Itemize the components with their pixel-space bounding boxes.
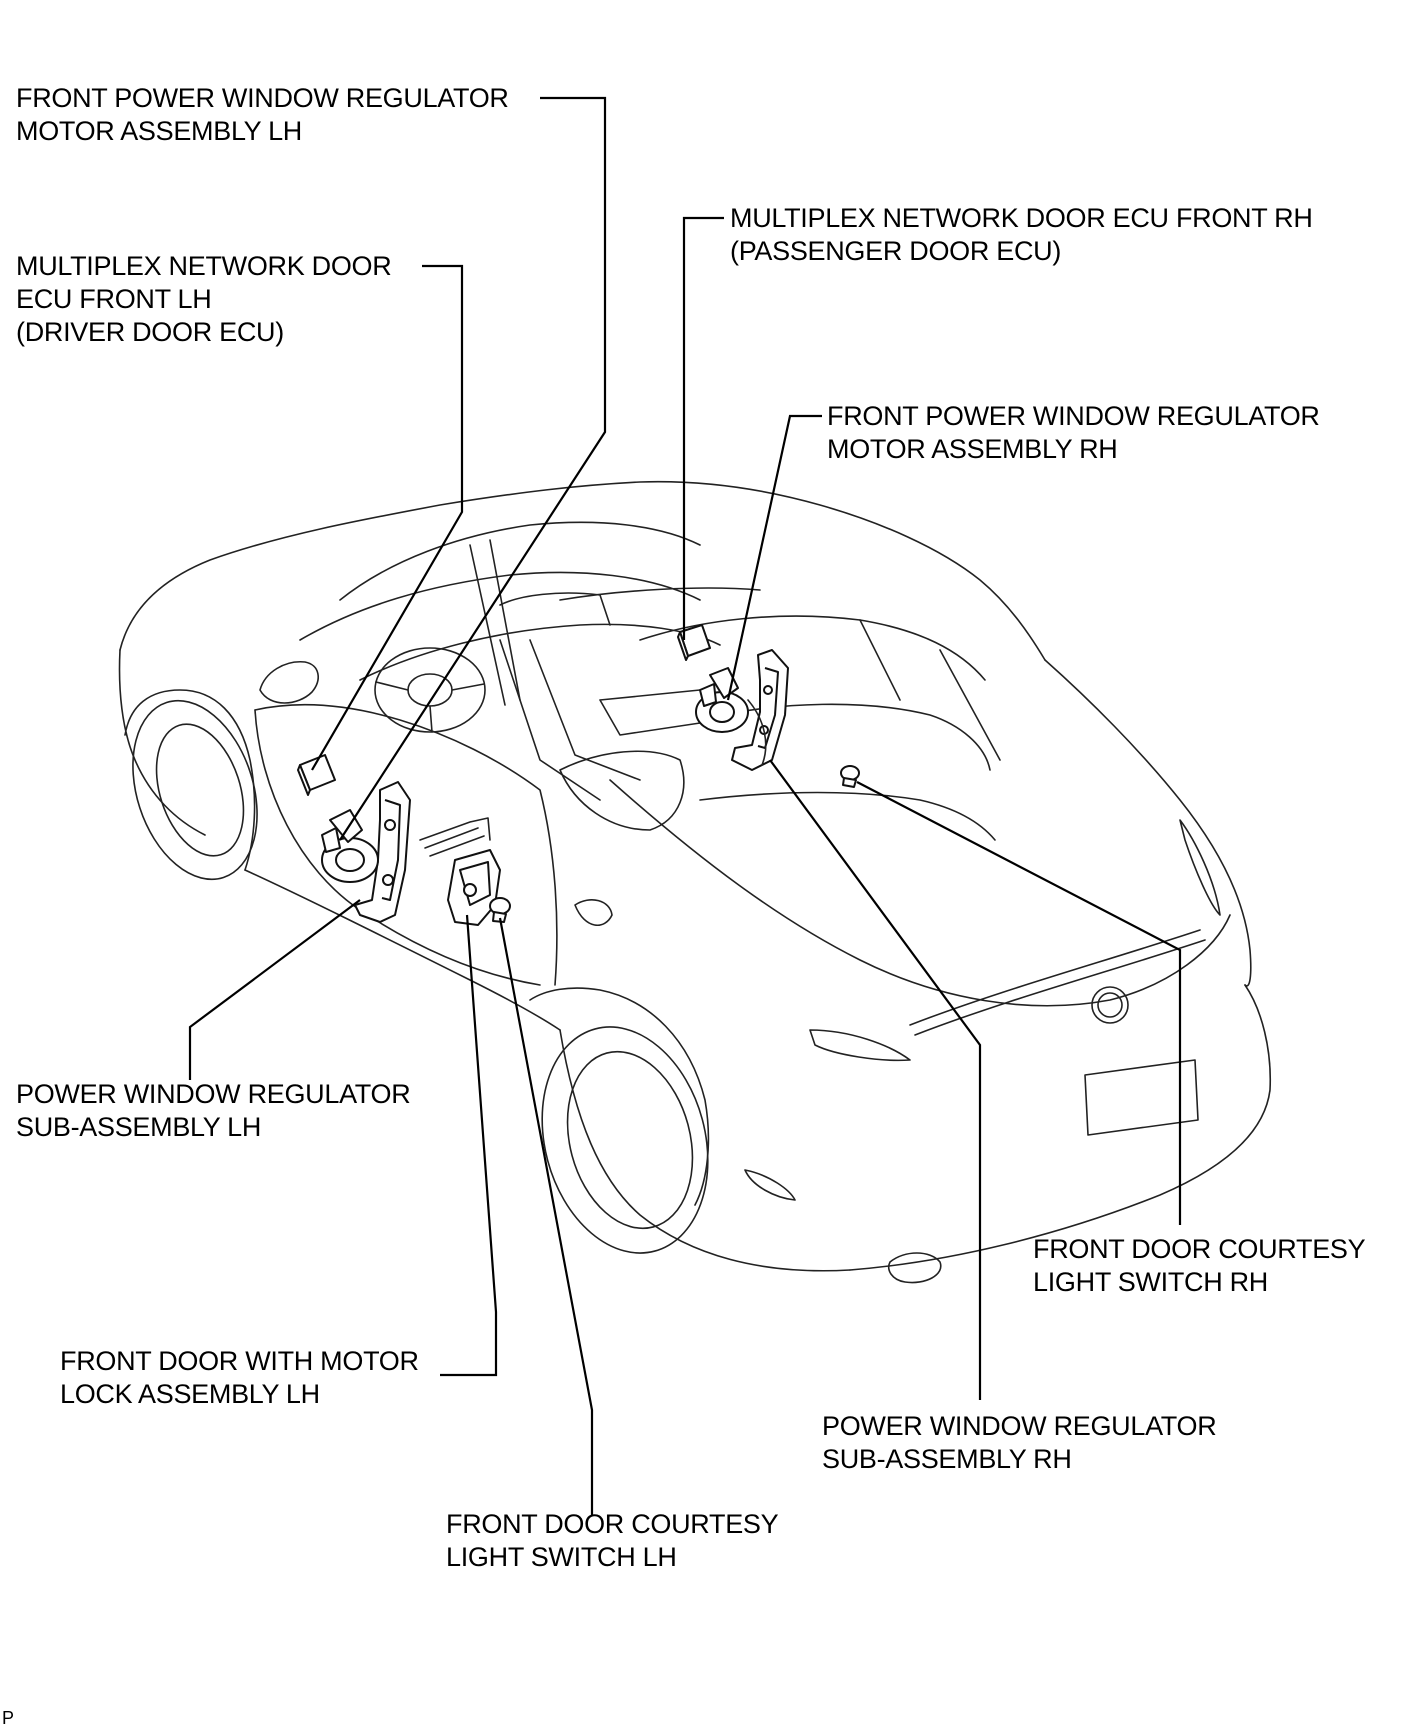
label-front-power-window-regulator-motor-lh: FRONT POWER WINDOW REGULATOR MOTOR ASSEM… [16,83,509,146]
leader-courtesy-rh [856,781,1182,1225]
leader-lines [188,96,1182,1515]
figure-code: P [2,1708,15,1728]
leader-regulator-rh [769,759,982,1400]
label-front-power-window-regulator-motor-rh: FRONT POWER WINDOW REGULATOR MOTOR ASSEM… [827,401,1320,464]
label-power-window-regulator-sub-assembly-lh: POWER WINDOW REGULATOR SUB-ASSEMBLY LH [16,1079,411,1142]
label-front-door-with-motor-lock-assembly-lh: FRONT DOOR WITH MOTOR LOCK ASSEMBLY LH [60,1346,419,1409]
label-power-window-regulator-sub-assembly-rh: POWER WINDOW REGULATOR SUB-ASSEMBLY RH [822,1411,1217,1474]
regulator-lh-part [354,781,411,923]
label-front-door-courtesy-light-switch-lh: FRONT DOOR COURTESY LIGHT SWITCH LH [446,1509,779,1572]
courtesy-switch-lh-part [489,897,511,923]
leader-ecu-lh [311,264,464,771]
ecu-front-rh-part [677,624,711,661]
leader-ecu-rh [682,216,724,640]
motor-lh-part [321,809,379,883]
leader-regulator-lh [188,899,361,1080]
door-lock-lh-part [419,817,501,926]
label-front-door-courtesy-light-switch-rh: FRONT DOOR COURTESY LIGHT SWITCH RH [1033,1234,1366,1297]
courtesy-switch-rh-part [840,765,860,788]
leader-door-lock-lh [440,914,498,1377]
motor-rh-part [695,667,767,766]
car-outline [118,480,1272,1284]
leader-fr-motor-rh [726,414,822,701]
label-multiplex-network-door-ecu-front-rh: MULTIPLEX NETWORK DOOR ECU FRONT RH (PAS… [730,203,1313,266]
leader-courtesy-lh [498,917,594,1515]
leader-fr-motor-lh [339,96,607,841]
ecu-front-lh-part [297,754,336,796]
label-multiplex-network-door-ecu-front-lh: MULTIPLEX NETWORK DOOR ECU FRONT LH (DRI… [16,251,392,347]
